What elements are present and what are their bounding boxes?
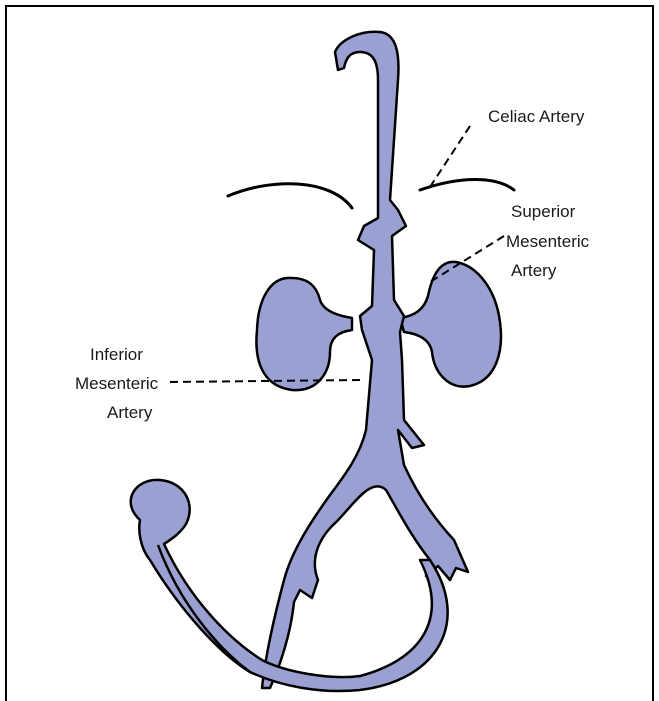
inferior-label-line1: Inferior: [90, 345, 143, 364]
inferior-label-line3: Artery: [107, 403, 153, 422]
inferior-leader-line: [170, 380, 360, 382]
left-diaphragm-curve: [228, 184, 352, 208]
left-kidney: [256, 278, 352, 390]
superior-label-line2: Mesenteric: [506, 232, 590, 251]
celiac-artery-label: Celiac Artery: [488, 107, 585, 126]
right-kidney: [400, 262, 501, 387]
inferior-label-line2: Mesenteric: [75, 374, 159, 393]
superior-label-line1: Superior: [511, 202, 576, 221]
superior-label-line3: Artery: [511, 261, 557, 280]
